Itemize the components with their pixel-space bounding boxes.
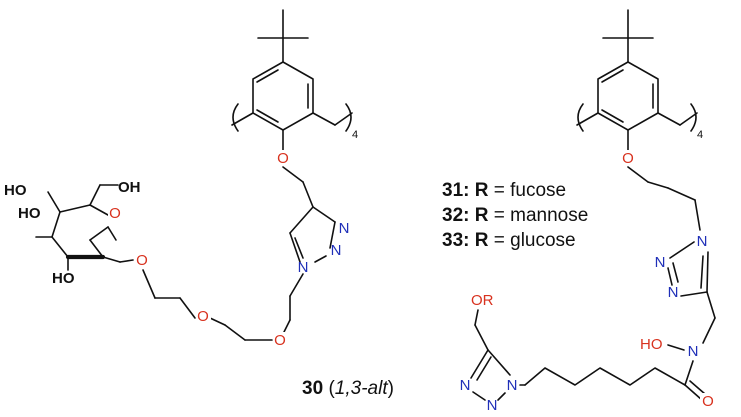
nitrogen-atom: N: [487, 397, 498, 414]
oxygen-atom: O: [277, 150, 289, 167]
tert-butyl-group-right: [602, 9, 654, 63]
oxygen-atom: O: [197, 308, 209, 325]
hydroxyl-group: HO: [52, 270, 75, 287]
oxygen-atom: O: [109, 205, 121, 222]
structure-30: 4 O N N N O O: [4, 9, 394, 399]
aryl-ring-left: [252, 61, 314, 131]
nitrogen-atom: N: [339, 220, 350, 237]
compound-32-label: 32: R = mannose: [442, 205, 588, 226]
hydroxyl-group: HO: [18, 205, 41, 222]
aryl-ring-right: [597, 61, 659, 131]
compound-33-label: 33: R = glucose: [442, 230, 576, 251]
nitrogen-atom: N: [688, 343, 699, 360]
structure-31-33: 4 O N N N N HO: [442, 9, 716, 414]
oxygen-atom: O: [274, 332, 286, 349]
nitrogen-atom: N: [655, 254, 666, 271]
nitrogen-atom: N: [697, 233, 708, 250]
hydroxamate-chain: N HO O: [524, 291, 716, 410]
hydroxyl-group: OH: [118, 179, 141, 196]
triazole-ring-right-top: N N N: [655, 233, 709, 301]
peg-chain: O O O: [119, 252, 304, 349]
repeat-count-left: 4: [352, 129, 358, 141]
nitrogen-atom: N: [331, 242, 342, 259]
compound-list: 31: R = fucose 32: R = mannose 33: R = g…: [442, 180, 588, 251]
nitrogen-atom: N: [507, 377, 518, 394]
glucose-ring: O OH HO HO HO: [4, 179, 141, 287]
repeat-bracket-right: 4: [576, 103, 703, 141]
triazole-ring-right-bottom: N N N OR: [460, 292, 526, 414]
repeat-count-right: 4: [697, 129, 703, 141]
compound-31-label: 31: R = fucose: [442, 180, 566, 201]
nitrogen-atom: N: [298, 259, 309, 276]
triazole-ring-left: N N N: [289, 206, 350, 276]
nitrogen-atom: N: [460, 377, 471, 394]
oxygen-atom: O: [622, 150, 634, 167]
tert-butyl-group-left: [257, 9, 309, 63]
oxygen-atom: O: [702, 393, 714, 410]
ether-oxygen-r: OR: [471, 292, 494, 309]
compound-30-label: 30 (1,3-alt): [302, 378, 394, 399]
hydroxyl-group: HO: [4, 182, 27, 199]
nitrogen-atom: N: [668, 284, 679, 301]
hydroxyl-group: HO: [640, 336, 663, 353]
repeat-bracket-left: 4: [231, 103, 358, 141]
propyl-linker: [627, 166, 701, 231]
oxygen-atom: O: [136, 252, 148, 269]
